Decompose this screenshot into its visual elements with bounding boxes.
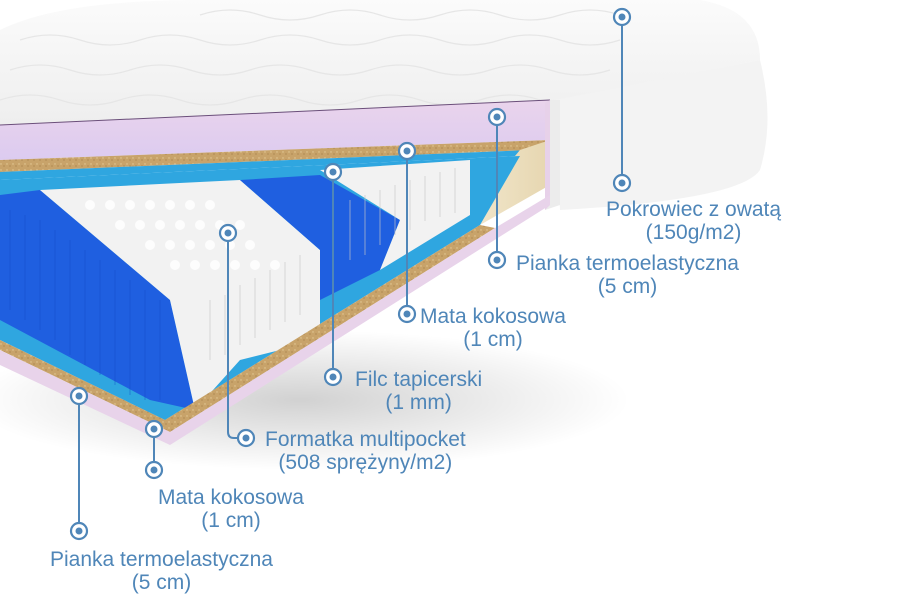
label-springs: Formatka multipocket (508 sprężyny/m2): [265, 428, 466, 474]
pocket-springs: [0, 160, 470, 410]
label-top-foam: Pianka termoelastyczna (5 cm): [516, 252, 739, 298]
marker-icon: [612, 7, 632, 27]
marker-icon: [236, 428, 256, 448]
cover-side: [555, 60, 768, 210]
marker-icon: [144, 419, 164, 439]
label-bottom-foam: Pianka termoelastyczna (5 cm): [50, 548, 273, 594]
marker-icon: [218, 223, 238, 243]
marker-icon: [487, 107, 507, 127]
cover-top: [0, 0, 760, 125]
marker-icon: [144, 460, 164, 480]
marker-icon: [323, 367, 343, 387]
marker-icon: [612, 173, 632, 193]
marker-icon: [69, 521, 89, 541]
top-felt-layer: [0, 150, 530, 180]
marker-icon: [397, 141, 417, 161]
marker-icon: [487, 250, 507, 270]
label-bottom-coconut: Mata kokosowa (1 cm): [158, 486, 304, 532]
marker-icon: [323, 162, 343, 182]
marker-icon: [69, 386, 89, 406]
marker-icon: [397, 304, 417, 324]
label-cover: Pokrowiec z owatą (150g/m2): [606, 198, 782, 244]
label-felt: Filc tapicerski (1 mm): [355, 368, 483, 414]
markers: [69, 7, 632, 541]
label-top-coconut: Mata kokosowa (1 cm): [420, 305, 566, 351]
